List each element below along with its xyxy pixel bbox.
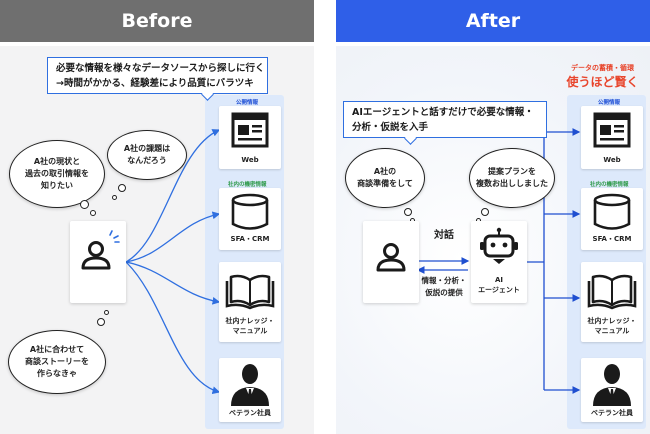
after-callout-line-2: 分析・仮説を入手 xyxy=(352,122,429,133)
after-knowledge-label-2: マニュアル xyxy=(594,327,630,335)
before-thought1-dot-2 xyxy=(90,210,96,216)
after-crm-label: SFA・CRM xyxy=(592,235,632,243)
book-icon xyxy=(225,274,275,310)
businessman-icon xyxy=(231,364,269,406)
browser-window-icon xyxy=(231,112,269,148)
after-callout: AIエージェントと話すだけで必要な情報・ 分析・仮説を入手 xyxy=(343,101,547,145)
after-callout-line-1: AIエージェントと話すだけで必要な情報・ xyxy=(352,107,534,118)
after-knowledge-card: 社内ナレッジ・ マニュアル xyxy=(581,262,643,342)
before-thought1-line-2: 過去の取引情報を xyxy=(25,169,89,178)
before-callout: 必要な情報を様々なデータソースから探しに行く →時間がかかる、経験差により品質に… xyxy=(47,57,268,101)
before-thought1-line-3: 知りたい xyxy=(41,181,73,190)
before-thought2-dot-1 xyxy=(118,184,126,192)
database-icon xyxy=(593,193,631,230)
browser-window-icon xyxy=(593,112,631,148)
after-ai-thought-line-1: 提案プランを xyxy=(488,167,536,176)
after-user-thought-line-2: 商談準備をして xyxy=(357,179,413,188)
provide-label-line-2: 仮説の提供 xyxy=(425,288,463,297)
before-thought-bubble-1: A社の現状と 過去の取引情報を 知りたい xyxy=(9,140,105,208)
after-public-label: 公開情報 xyxy=(598,100,621,106)
after-knowledge-label-1: 社内ナレッジ・ xyxy=(587,317,637,325)
after-top-note: データの蓄積・循環 使うほど賢く xyxy=(555,63,650,90)
ai-agent-card: AI エージェント xyxy=(471,221,527,303)
before-thought2-line-1: A社の課題は xyxy=(123,144,171,153)
before-thought1-dot-1 xyxy=(80,200,89,209)
before-thought2-line-2: なんだろう xyxy=(127,156,167,165)
before-web-label: Web xyxy=(241,156,259,164)
after-top-note-big: 使うほど賢く xyxy=(566,75,639,89)
before-knowledge-label-2: マニュアル xyxy=(232,327,268,335)
ai-label-2: エージェント xyxy=(478,286,520,294)
before-internal-label: 社内の機密情報 xyxy=(228,182,267,188)
after-web-card: Web xyxy=(581,106,643,169)
before-crm-card: SFA・CRM xyxy=(219,188,281,250)
provide-label: 情報・分析・ 仮説の提供 xyxy=(418,275,470,299)
before-person-card xyxy=(70,221,126,303)
before-knowledge-card: 社内ナレッジ・ マニュアル xyxy=(219,262,281,342)
before-thought3-line-1: A社に合わせて xyxy=(29,345,85,354)
worried-person-icon xyxy=(81,230,120,270)
dialog-label: 対話 xyxy=(434,230,454,241)
before-public-label: 公開情報 xyxy=(236,100,259,106)
before-knowledge-label-1: 社内ナレッジ・ xyxy=(225,317,275,325)
before-veteran-label: ベテラン社員 xyxy=(229,409,271,417)
after-internal-label: 社内の機密情報 xyxy=(590,182,629,188)
before-callout-line-2: →時間がかかる、経験差により品質にバラツキ xyxy=(56,78,254,89)
before-thought-bubble-2: A社の課題は なんだろう xyxy=(107,130,187,180)
after-person-card xyxy=(363,221,419,303)
after-user-thought-line-1: A社の xyxy=(373,167,397,176)
businessman-icon xyxy=(593,364,631,406)
after-web-label: Web xyxy=(603,156,621,164)
before-thought1-line-1: A社の現状と xyxy=(33,157,81,166)
before-thought3-line-2: 商談ストーリーを xyxy=(25,357,89,366)
before-banner: Before xyxy=(0,0,314,42)
after-ai-thought-bubble: 提案プランを 複数お出ししました xyxy=(469,148,555,208)
after-veteran-card: ベテラン社員 xyxy=(581,358,643,422)
before-thought2-dot-2 xyxy=(112,195,117,200)
before-thought3-line-3: 作らなきゃ xyxy=(37,369,77,378)
after-top-note-small: データの蓄積・循環 xyxy=(571,64,634,72)
after-ai-thought-dot-1 xyxy=(481,208,489,216)
before-thought-bubble-3: A社に合わせて 商談ストーリーを 作らなきゃ xyxy=(8,330,106,394)
after-banner: After xyxy=(336,0,650,42)
before-thought3-dot-1 xyxy=(97,318,105,326)
person-icon xyxy=(376,243,406,272)
after-crm-card: SFA・CRM xyxy=(581,188,643,250)
before-callout-line-1: 必要な情報を様々なデータソースから探しに行く xyxy=(56,63,265,74)
before-web-card: Web xyxy=(219,106,281,169)
robot-icon xyxy=(480,227,518,264)
before-veteran-card: ベテラン社員 xyxy=(219,358,281,422)
provide-label-line-1: 情報・分析・ xyxy=(421,276,467,285)
after-user-thought-dot-1 xyxy=(404,208,412,216)
database-icon xyxy=(231,193,269,230)
before-thought3-dot-2 xyxy=(104,310,109,315)
after-user-thought-bubble: A社の 商談準備をして xyxy=(345,148,425,208)
after-ai-thought-line-2: 複数お出ししました xyxy=(476,179,548,188)
before-title: Before xyxy=(121,10,193,32)
book-icon xyxy=(587,274,637,310)
before-crm-label: SFA・CRM xyxy=(230,235,270,243)
after-veteran-label: ベテラン社員 xyxy=(591,409,633,417)
after-title: After xyxy=(465,10,521,32)
ai-label-1: AI xyxy=(494,276,504,284)
